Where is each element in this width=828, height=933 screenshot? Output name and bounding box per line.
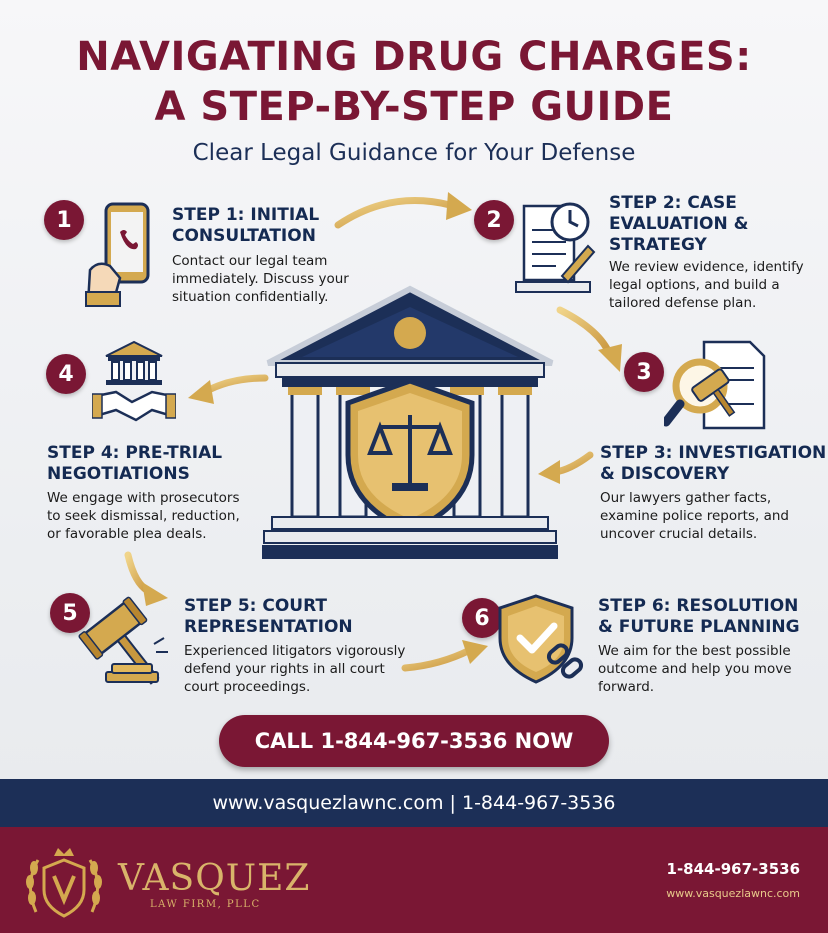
step-3-desc-line: uncover crucial details. [600,526,758,542]
step-5-number: 5 [50,593,90,633]
contact-bar: www.vasquezlawnc.com | 1-844-967-3536 [0,779,828,827]
title-line-2: A STEP-BY-STEP GUIDE [154,84,674,130]
step-3-desc-line: Our lawyers gather facts, [600,490,772,506]
step-6-title-line: & FUTURE PLANNING [598,617,800,637]
footer [0,827,828,933]
smartphone-hand-icon [85,202,150,307]
page-subtitle: Clear Legal Guidance for Your Defense [192,140,636,166]
step-1-number: 1 [44,200,84,240]
step-2-desc-line: legal options, and build a [609,277,780,293]
footer-phone[interactable]: 1-844-967-3536 [666,860,800,878]
courthouse-scales-shield-icon [262,285,558,559]
step-4-title: STEP 4: PRE-TRIAL NEGOTIATIONS [47,443,222,485]
step-3-title-line: & DISCOVERY [600,464,730,484]
step-1-desc-line: immediately. Discuss your [172,271,349,287]
step-3-number: 3 [624,352,664,392]
arrow-5-to-6-icon [401,646,474,672]
step-5-desc-line: defend your rights in all court [184,661,385,677]
step-4-number: 4 [46,354,86,394]
step-5-title-line: REPRESENTATION [184,617,353,637]
step-2-description: We review evidence, identify legal optio… [609,258,804,312]
step-4-desc-line: We engage with prosecutors [47,490,240,506]
step-6-description: We aim for the best possible outcome and… [598,642,792,696]
step-1-desc-line: Contact our legal team [172,253,328,269]
step-5-desc-line: Experienced litigators vigorously [184,643,406,659]
step-2-title: STEP 2: CASE EVALUATION & STRATEGY [609,193,748,256]
shield-check-chain-icon [498,594,584,684]
step-6-desc-line: We aim for the best possible [598,643,791,659]
magnifier-gavel-icon [664,340,766,430]
law-firm-crest-logo-icon [26,848,102,918]
step-2-desc-line: We review evidence, identify [609,259,804,275]
step-6-title: STEP 6: RESOLUTION & FUTURE PLANNING [598,596,800,638]
brand-name: VASQUEZ [118,858,311,899]
step-1-title: STEP 1: INITIAL CONSULTATION [172,205,319,247]
call-now-button[interactable]: CALL 1-844-967-3536 NOW [219,715,609,767]
arrow-1-to-2-icon [334,197,454,229]
flow-arrows [124,192,622,672]
arrow-2-to-3-icon [556,306,614,359]
step-4-title-line: STEP 4: PRE-TRIAL [47,443,223,463]
page-title: NAVIGATING DRUG CHARGES: A STEP-BY-STEP … [0,32,828,132]
step-4-desc-line: or favorable plea deals. [47,526,207,542]
footer-website[interactable]: www.vasquezlawnc.com [666,887,800,900]
step-1-description: Contact our legal team immediately. Disc… [172,252,349,306]
handshake-courthouse-icon [92,340,176,422]
step-1-desc-line: situation confidentially. [172,289,329,305]
gavel-icon [78,596,168,685]
step-5-description: Experienced litigators vigorously defend… [184,642,405,696]
step-1-title-line: CONSULTATION [172,226,316,246]
step-5-desc-line: court proceedings. [184,679,311,695]
step-5-title: STEP 5: COURT REPRESENTATION [184,596,353,638]
brand-subtitle: LAW FIRM, PLLC [150,899,261,910]
step-2-title-line: STRATEGY [609,235,707,255]
contact-bar-text[interactable]: www.vasquezlawnc.com | 1-844-967-3536 [212,792,616,814]
step-4-desc-line: to seek dismissal, reduction, [47,508,240,524]
step-1-title-line: STEP 1: INITIAL [172,205,320,225]
title-line-1: NAVIGATING DRUG CHARGES: [76,34,752,80]
step-2-title-line: STEP 2: CASE [609,193,737,213]
document-clock-icon [515,202,596,293]
step-6-desc-line: forward. [598,679,655,695]
step-4-description: We engage with prosecutors to seek dismi… [47,489,240,543]
step-4-title-line: NEGOTIATIONS [47,464,190,484]
step-6-number: 6 [462,598,502,638]
step-3-desc-line: examine police reports, and [600,508,789,524]
step-5-title-line: STEP 5: COURT [184,596,328,616]
step-2-number: 2 [474,200,514,240]
step-6-title-line: STEP 6: RESOLUTION [598,596,799,616]
step-2-desc-line: tailored defense plan. [609,295,757,311]
step-3-title-line: STEP 3: INVESTIGATION [600,443,827,463]
step-2-title-line: EVALUATION & [609,214,749,234]
step-3-title: STEP 3: INVESTIGATION & DISCOVERY [600,443,826,485]
step-6-desc-line: outcome and help you move [598,661,792,677]
step-3-description: Our lawyers gather facts, examine police… [600,489,789,543]
